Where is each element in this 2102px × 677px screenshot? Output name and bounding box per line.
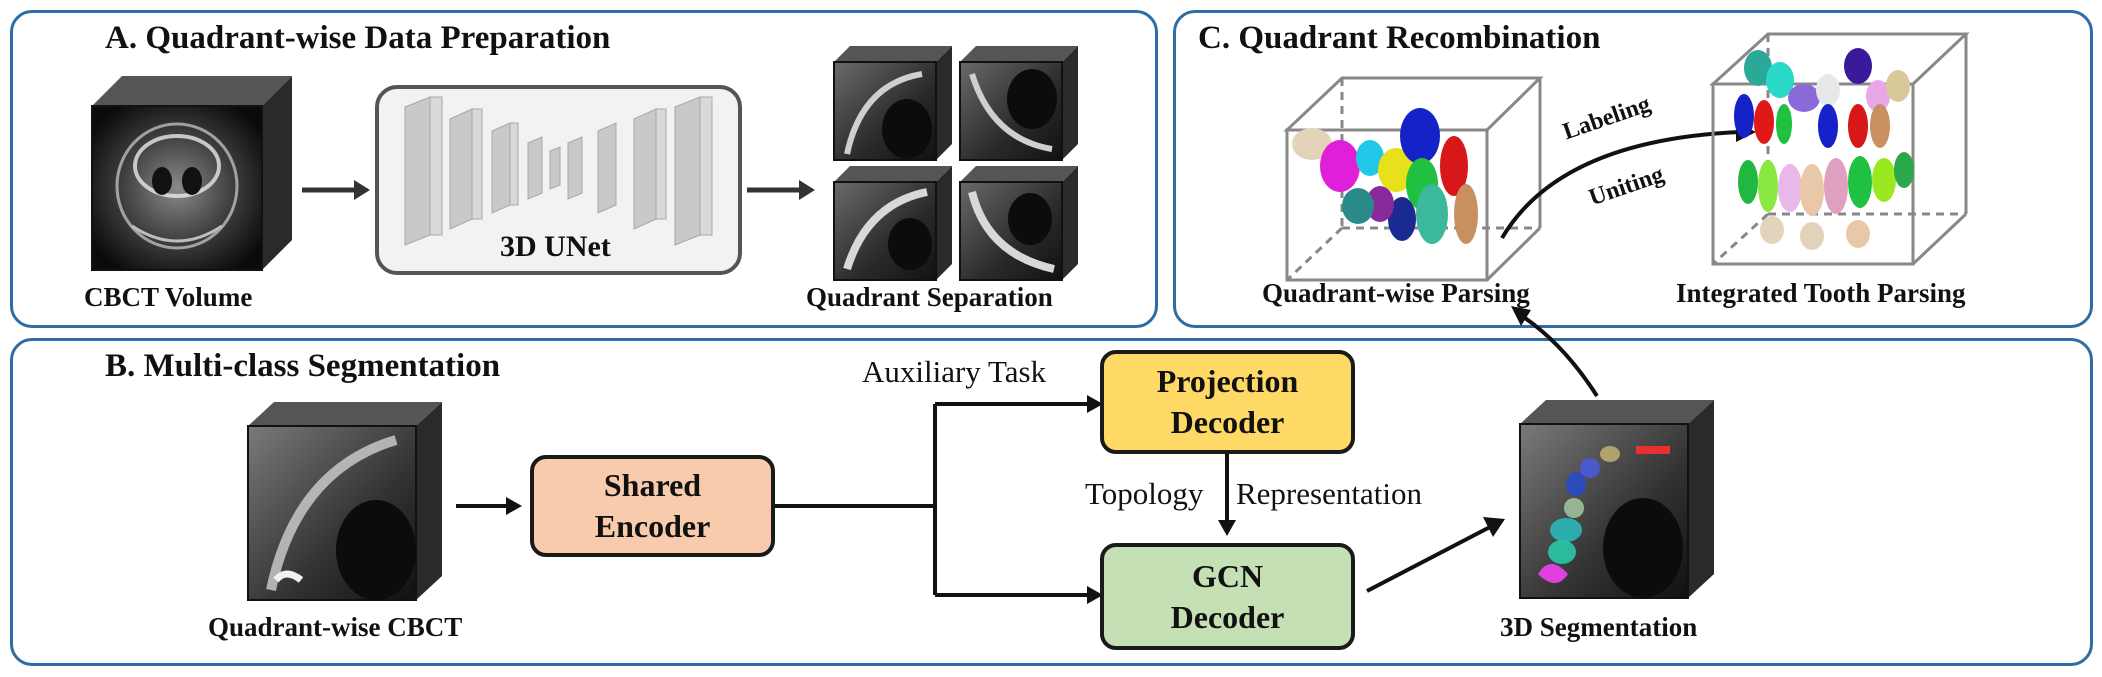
panel-c-title: C. Quadrant Recombination [1198, 20, 1601, 56]
cbct-volume-label: CBCT Volume [84, 282, 253, 312]
arrow-b1 [456, 497, 522, 515]
auxiliary-task-text: Auxiliary Task [862, 354, 1047, 389]
cbct-volume-cube [91, 76, 292, 271]
encoder-branch-connector [775, 395, 1103, 604]
quadrant-cbct-cube [247, 402, 442, 601]
projection-decoder-label: Projection Decoder [1156, 363, 1299, 440]
projection-decoder-box: Projection Decoder [1100, 350, 1355, 454]
quadrant-separation-label: Quadrant Separation [806, 282, 1053, 312]
quadrant-parsing-label: Quadrant-wise Parsing [1262, 278, 1530, 308]
representation-text: Representation [1236, 476, 1422, 511]
arrow-a2 [747, 180, 815, 200]
topology-text: Topology [1085, 476, 1204, 511]
arrow-seg-to-parsing [1511, 306, 1599, 398]
segmentation-label: 3D Segmentation [1500, 612, 1698, 642]
gcn-decoder-box: GCN Decoder [1100, 543, 1355, 650]
shared-encoder-label: Shared Encoder [594, 467, 711, 544]
panel-b-title: B. Multi-class Segmentation [105, 348, 501, 384]
panel-a-title: A. Quadrant-wise Data Preparation [105, 20, 611, 56]
arrow-gcn-to-seg [1366, 517, 1505, 593]
integrated-parsing-cube [1709, 32, 1970, 266]
quadrant-parsing-cube [1283, 76, 1544, 282]
shared-encoder-box: Shared Encoder [530, 455, 775, 557]
quadrant-separation-cubes [833, 46, 1078, 281]
arrow-a1 [302, 180, 370, 200]
gcn-decoder-label: GCN Decoder [1170, 557, 1285, 635]
unet-label: 3D UNet [500, 230, 611, 263]
topology-arrow [1218, 454, 1236, 536]
segmentation-cube [1519, 400, 1714, 599]
quadrant-cbct-label: Quadrant-wise CBCT [208, 612, 463, 642]
unet-layers [404, 96, 713, 246]
integrated-parsing-label: Integrated Tooth Parsing [1676, 278, 1966, 308]
